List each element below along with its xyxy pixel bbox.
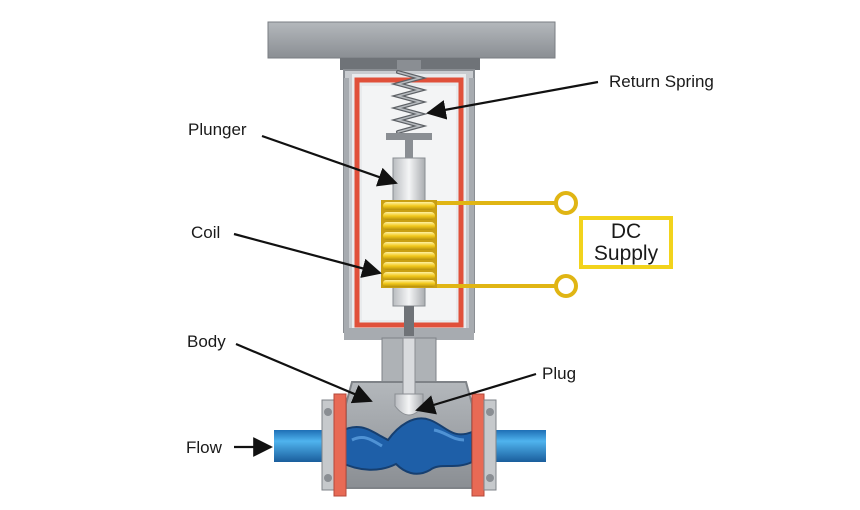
flange-right xyxy=(471,393,497,497)
terminal-bottom xyxy=(554,274,578,298)
outlet-pipe xyxy=(488,430,546,462)
coil xyxy=(381,200,437,288)
label-plug: Plug xyxy=(542,364,577,383)
return-spring xyxy=(386,60,432,160)
plug-arrow xyxy=(415,372,537,415)
plunger-arrow xyxy=(261,134,398,187)
return-spring-arrow xyxy=(426,80,599,120)
mounting-plate xyxy=(267,21,556,59)
dc-supply-line2: Supply xyxy=(593,241,659,265)
dc-supply-box: DC Supply xyxy=(579,216,673,269)
body-arrow xyxy=(235,342,373,404)
label-flow: Flow xyxy=(186,438,222,457)
label-plunger: Plunger xyxy=(188,120,247,139)
label-return-spring: Return Spring xyxy=(609,72,714,91)
inlet-pipe xyxy=(274,430,330,462)
flange-left xyxy=(321,393,347,497)
label-body: Body xyxy=(187,332,226,351)
terminal-top xyxy=(554,191,578,215)
coil-arrow xyxy=(233,232,382,278)
dc-supply-line1: DC xyxy=(610,219,642,243)
coil-wires xyxy=(437,201,556,288)
label-coil: Coil xyxy=(191,223,221,242)
